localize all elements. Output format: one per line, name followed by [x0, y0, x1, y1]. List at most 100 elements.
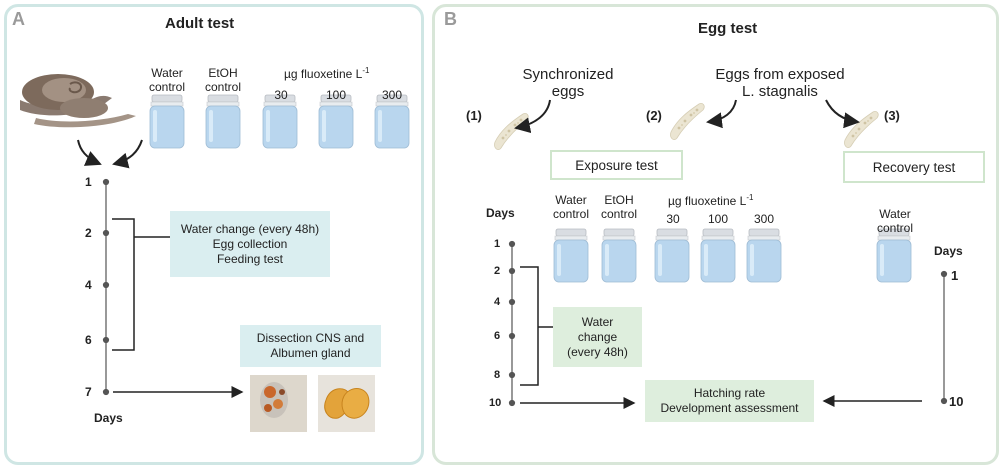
jar-100-a [318, 94, 354, 149]
jar-300-a [374, 94, 410, 149]
sync-eggs-label: Synchronized eggs [508, 66, 628, 100]
egg-mass-1 [494, 112, 529, 151]
marker-3: (3) [884, 108, 900, 123]
feeding-test-line: Feeding test [216, 251, 284, 266]
marker-2: (2) [646, 108, 662, 123]
arrow-exposed-to-exposure [706, 99, 737, 129]
water-change-line: Water change (every 48h) [180, 221, 320, 236]
etoh-control-label-a: EtOH control [197, 66, 249, 94]
snail-icon [20, 74, 136, 128]
day-8-b: 8 [494, 369, 501, 381]
days-label-b-right: Days [934, 244, 963, 258]
conc-300-b: 300 [753, 212, 775, 226]
timeline-a [102, 178, 110, 396]
arrow-sync-eggs [514, 99, 551, 134]
arrow-snail-right [112, 139, 143, 169]
days-label-a: Days [94, 411, 123, 425]
recovery-water-control-label: Water control [869, 207, 921, 235]
day-2-a: 2 [85, 226, 92, 240]
hatching-box: Hatching rate Development assessment [645, 380, 814, 422]
day-7-a: 7 [85, 385, 92, 399]
arrow-exposed-to-recovery [825, 99, 860, 129]
water-change-b-line1: Water [581, 314, 614, 329]
exposed-eggs-line1: Eggs from exposed [715, 66, 845, 83]
fluoxetine-sup-b: -1 [746, 193, 754, 202]
dissection-line2: Albumen gland [270, 346, 351, 360]
bracket-b [520, 266, 556, 386]
water-control-line2: control [148, 80, 186, 94]
day-6-a: 6 [85, 333, 92, 347]
jar-100-b [700, 228, 736, 283]
days-label-b-left: Days [486, 206, 515, 220]
timeline-b-right [940, 270, 948, 405]
fluoxetine-label-a: µg fluoxetine L-1 [284, 66, 369, 81]
sync-eggs-line2: eggs [551, 83, 585, 100]
water-control-b-line1: Water [555, 193, 587, 207]
egg-mass-3 [844, 110, 879, 149]
day-1-b: 1 [494, 238, 501, 250]
fluoxetine-label-b: µg fluoxetine L-1 [668, 193, 753, 208]
fluoxetine-text-b: µg fluoxetine L [668, 194, 747, 208]
panel-a-letter: A [12, 9, 25, 29]
recovery-water-line2: control [876, 221, 914, 235]
day-1-a: 1 [85, 175, 92, 189]
albumen-gland-photo [318, 375, 375, 432]
day-6-b: 6 [494, 330, 501, 342]
etoh-control-b-line1: EtOH [604, 193, 634, 207]
exposed-eggs-label: Eggs from exposed L. stagnalis [700, 66, 860, 100]
day-10-recovery: 10 [949, 394, 964, 409]
hatching-line1: Hatching rate [693, 386, 766, 400]
etoh-control-label-b: EtOH control [594, 193, 644, 221]
exposed-eggs-line2: L. stagnalis [742, 83, 818, 100]
dissection-box: Dissection CNS and Albumen gland [240, 325, 381, 367]
jar-30-b [654, 228, 690, 283]
panel-b-title: Egg test [698, 20, 758, 37]
water-change-b-line2: change [577, 329, 618, 344]
egg-collection-line: Egg collection [212, 236, 288, 251]
water-change-b-line3: (every 48h) [567, 344, 628, 359]
timeline-b-left [508, 240, 516, 407]
panel-a-title: Adult test [165, 15, 235, 32]
panel-b-letter: B [444, 9, 457, 29]
conc-30-a: 30 [274, 88, 288, 102]
water-control-label-a: Water control [140, 66, 194, 94]
egg-mass-2 [670, 102, 705, 141]
exposure-test-box: Exposure test [550, 150, 683, 180]
dissection-line1: Dissection CNS and [256, 331, 365, 345]
day-4-a: 4 [85, 278, 92, 292]
water-control-b-line2: control [552, 207, 590, 221]
water-change-box-b: Water change (every 48h) [553, 307, 642, 367]
jar-water-control-a [149, 94, 185, 149]
fluoxetine-sup-a: -1 [362, 66, 370, 75]
conc-100-b: 100 [707, 212, 729, 226]
bracket-a [112, 218, 170, 351]
jar-etoh-control-b [601, 228, 637, 283]
etoh-control-line2: control [204, 80, 242, 94]
fluoxetine-text-a: µg fluoxetine L [284, 67, 363, 81]
arrow-snail-left [77, 139, 102, 166]
conc-30-b: 30 [666, 212, 680, 226]
conc-300-a: 300 [381, 88, 403, 102]
recovery-test-box: Recovery test [843, 151, 985, 183]
jar-300-b [746, 228, 782, 283]
day-10-b: 10 [489, 397, 502, 409]
water-change-box-a: Water change (every 48h) Egg collection … [170, 211, 330, 277]
jar-30-a [262, 94, 298, 149]
sync-eggs-line1: Synchronized [522, 66, 614, 83]
water-control-label-b: Water control [545, 193, 597, 221]
jar-water-control-b [553, 228, 589, 283]
water-control-line1: Water [151, 66, 183, 80]
etoh-control-b-line2: control [600, 207, 638, 221]
etoh-control-line1: EtOH [208, 66, 238, 80]
marker-1: (1) [466, 108, 482, 123]
day-4-b: 4 [494, 296, 501, 308]
jar-etoh-control-a [205, 94, 241, 149]
day-2-b: 2 [494, 265, 501, 277]
hatching-line2: Development assessment [660, 401, 799, 415]
conc-100-a: 100 [325, 88, 347, 102]
day-1-recovery: 1 [951, 268, 959, 283]
jar-recovery-water-control [876, 228, 912, 283]
cns-photo [250, 375, 307, 432]
recovery-water-line1: Water [879, 207, 911, 221]
